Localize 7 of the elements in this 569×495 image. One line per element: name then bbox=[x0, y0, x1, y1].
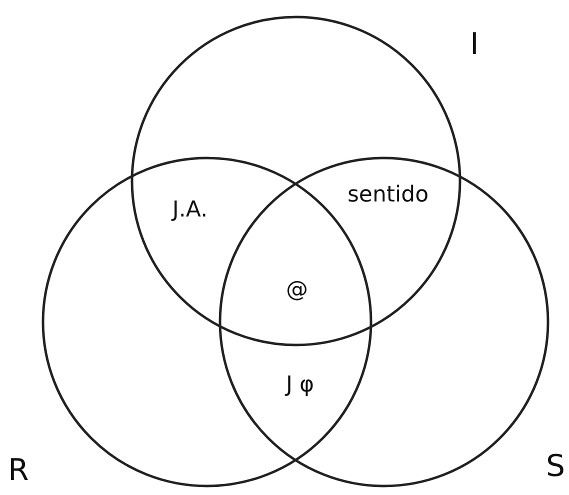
region-label: sentido bbox=[347, 182, 429, 208]
ring-label: I bbox=[470, 30, 479, 60]
region-label: @ bbox=[286, 278, 308, 302]
region-label: J.A. bbox=[172, 198, 208, 222]
region-label: J φ bbox=[286, 372, 314, 398]
ring-label: S bbox=[546, 452, 566, 482]
ring-label: R bbox=[8, 456, 29, 486]
